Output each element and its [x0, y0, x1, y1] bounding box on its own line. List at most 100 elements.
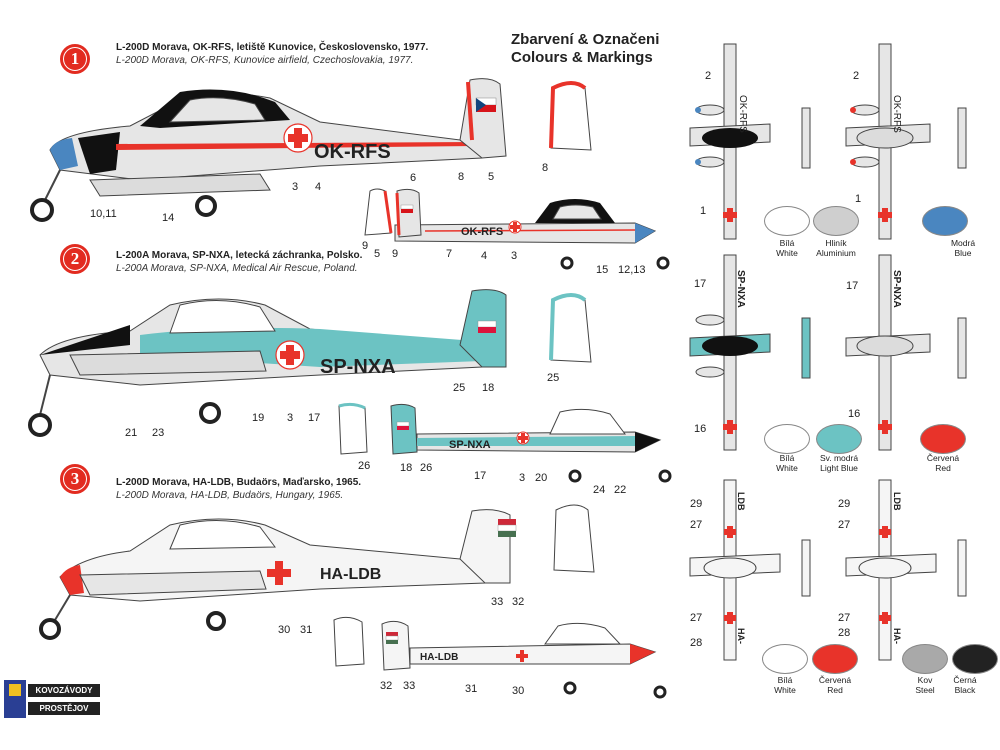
scheme-2-number: 2: [64, 248, 86, 270]
swatch-2-red: [920, 424, 966, 454]
scheme-1-small-callout-5: 5: [374, 248, 381, 260]
scheme-1-callout-6: 6: [410, 172, 417, 184]
plan-2-callout-17-right: 17: [846, 280, 859, 292]
plan-2-callout-16-left: 16: [694, 423, 707, 435]
swatch-3-steel-en: Steel: [915, 685, 935, 695]
scheme-2-small-callout-26b: 26: [420, 462, 433, 474]
plan-3-callout-28-left: 28: [690, 637, 703, 649]
scheme-1-callout-8b: 8: [542, 162, 549, 174]
swatch-2-white-en: White: [776, 463, 798, 473]
logo-line1: KOVOZÁVODY: [28, 684, 100, 697]
plan-1-callout-2-left: 2: [705, 70, 712, 82]
scheme-2-callout-3: 3: [287, 412, 294, 424]
scheme-2-fin-detail: [549, 293, 592, 363]
scheme-2-callout-18: 18: [482, 382, 495, 394]
swatch-2-white-cz: Bílá: [779, 453, 795, 463]
scheme-2-small-callout-3: 3: [519, 472, 526, 484]
swatch-2-light-blue-cz: Sv. modrá: [819, 453, 859, 463]
scheme-3-badge: 3: [60, 464, 90, 494]
plan-2-top: SP-NXA: [689, 254, 811, 451]
swatch-1-white-en: White: [776, 248, 798, 258]
scheme-2-callout-25b: 25: [547, 372, 560, 384]
scheme-1-side-view: OK-RFS: [30, 78, 507, 222]
scheme-2-callout-17: 17: [308, 412, 321, 424]
plan-2-bottom: SP-NXA: [845, 254, 967, 451]
scheme-2-registration: SP-NXA: [320, 356, 396, 378]
scheme-1-small-callout-7: 7: [446, 248, 453, 260]
header-title-cz: Zbarvení & Označeni: [511, 31, 660, 48]
scheme-2-callout-19: 19: [252, 412, 265, 424]
scheme-3-small-side-view: HA-LDB: [333, 616, 667, 699]
swatch-3-black-en: Black: [954, 685, 976, 695]
scheme-2-callout-25: 25: [453, 382, 466, 394]
swatch-3-steel-cz: Kov: [917, 675, 933, 685]
scheme-2-caption-en: L-200A Morava, SP-NXA, Medical Air Rescu…: [116, 263, 358, 274]
swatch-1-aluminium-cz: Hliník: [825, 238, 847, 248]
swatch-3-white-en: White: [774, 685, 796, 695]
scheme-1-callout-8: 8: [458, 171, 465, 183]
plan-3-callout-29-right: 29: [838, 498, 851, 510]
scheme-1-callout-4: 4: [315, 181, 322, 193]
swatch-3-white-cz: Bílá: [777, 675, 793, 685]
svg-text:LDB: LDB: [892, 492, 902, 511]
scheme-2-small-registration: SP-NXA: [449, 439, 491, 451]
logo-line2: PROSTĚJOV: [28, 702, 100, 715]
scheme-1-caption-cz: L-200D Morava, OK-RFS, letiště Kunovice,…: [116, 42, 429, 53]
svg-text:LDB: LDB: [736, 492, 746, 511]
plan-views: OK-RFS OK-RFS SP-NXA SP-NXA: [689, 43, 967, 661]
svg-text:OK-RFS: OK-RFS: [737, 95, 748, 133]
swatch-3-black-cz: Černá: [953, 675, 977, 685]
swatch-1-white-cz: Bílá: [779, 238, 795, 248]
scheme-1-small-callout-3: 3: [511, 250, 518, 262]
plan-2-callout-17-left: 17: [694, 278, 707, 290]
svg-text:HA-: HA-: [736, 628, 746, 644]
scheme-3-fin-detail: [553, 504, 595, 573]
scheme-1-small-side-view: OK-RFS: [364, 188, 670, 270]
scheme-3-small-callout-32: 32: [380, 680, 393, 692]
plan-3-bottom: LDB HA-: [845, 479, 967, 661]
plan-3-top: LDB HA-: [689, 479, 811, 661]
swatch-3-black: [952, 644, 998, 674]
scheme-1-small-callout-15: 15: [596, 264, 609, 276]
scheme-3-callout-31: 31: [300, 624, 313, 636]
scheme-1-fin-detail: [549, 81, 592, 151]
scheme-3-caption-en: L-200D Morava, HA-LDB, Budaörs, Hungary,…: [116, 490, 344, 501]
plan-3-callout-29-left: 29: [690, 498, 703, 510]
scheme-3-small-registration: HA-LDB: [420, 652, 458, 663]
plan-3-callout-28-right: 28: [838, 627, 851, 639]
plan-3-callout-27-left-bottom: 27: [690, 612, 703, 624]
scheme-1-caption-en: L-200D Morava, OK-RFS, Kunovice airfield…: [116, 55, 414, 66]
swatch-3-red-en: Red: [827, 685, 843, 695]
swatch-1-blue-en: Blue: [954, 248, 972, 258]
scheme-2-small-callout-22: 22: [614, 484, 627, 496]
svg-text:HA-: HA-: [892, 628, 902, 644]
scheme-1-small-callout-9: 9: [362, 240, 369, 252]
scheme-1-registration: OK-RFS: [314, 141, 391, 163]
scheme-1-number: 1: [64, 48, 86, 70]
scheme-3-caption-cz: L-200D Morava, HA-LDB, Budaörs, Maďarsko…: [116, 477, 362, 488]
scheme-2-side-view: SP-NXA: [28, 289, 507, 437]
plan-1-callout-2-right: 2: [853, 70, 860, 82]
scheme-2-small-callout-17: 17: [474, 470, 487, 482]
scheme-3-number: 3: [64, 468, 86, 490]
scheme-3-callout-33: 33: [491, 596, 504, 608]
swatch-1-white: [764, 206, 810, 236]
scheme-2-small-callout-24: 24: [593, 484, 606, 496]
plan-1-callout-1-right: 1: [855, 193, 862, 205]
swatch-2-red-en: Red: [935, 463, 951, 473]
kovozavody-logo: KOVOZÁVODY PROSTĚJOV: [4, 680, 100, 720]
scheme-2-badge: 2: [60, 244, 90, 274]
plan-1-bottom: OK-RFS: [845, 43, 967, 240]
swatch-3-red-cz: Červená: [818, 675, 852, 685]
scheme-2-callout-21: 21: [125, 427, 138, 439]
svg-text:OK-RFS: OK-RFS: [891, 95, 902, 133]
scheme-1-badge: 1: [60, 44, 90, 74]
swatch-3-steel: [902, 644, 948, 674]
scheme-2-small-callout-20: 20: [535, 472, 548, 484]
plan-1-callout-1-left: 1: [700, 205, 707, 217]
scheme-1-small-callout-12-13: 12,13: [618, 264, 646, 276]
plan-3-callout-27-left-top: 27: [690, 519, 703, 531]
swatch-2-light-blue-en: Light Blue: [820, 463, 858, 473]
swatch-1-aluminium-en: Aluminium: [816, 248, 856, 258]
scheme-3-callout-32: 32: [512, 596, 525, 608]
